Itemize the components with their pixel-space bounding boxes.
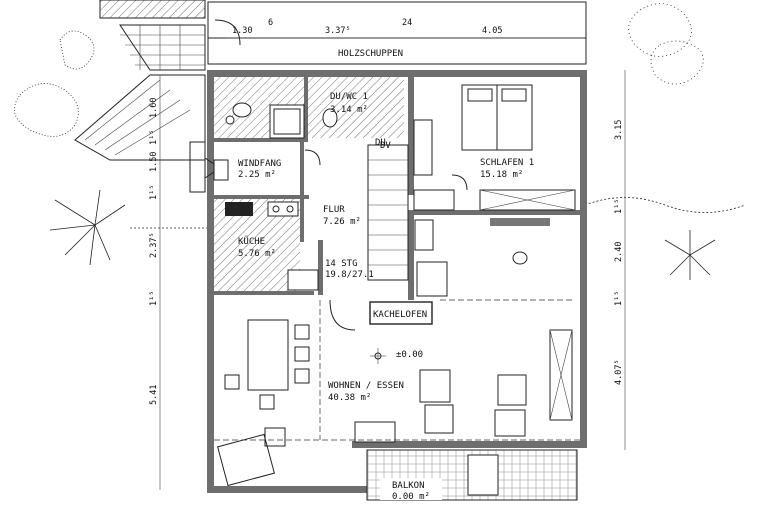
- wohnen-essen-room: ±0.00 WOHNEN / ESSEN 40.38 m²: [214, 299, 580, 487]
- balkon-name: BALKON: [392, 481, 425, 491]
- kueche-area: 5.76 m²: [238, 249, 276, 259]
- dim-left-4: 1¹⁵: [149, 185, 159, 200]
- flur-name: FLUR: [323, 205, 345, 215]
- schlafen-name: SCHLAFEN 1: [480, 158, 534, 168]
- du-wc-name: DU/WC 1: [330, 92, 368, 102]
- landscape-vegetation: [13, 3, 746, 280]
- dim-top-4: 24: [402, 18, 412, 28]
- dim-top-3: 3.37⁵: [325, 26, 351, 36]
- dim-right-2: 1¹⁵: [614, 199, 624, 214]
- dim-right-3: 2.40: [614, 242, 624, 262]
- flur-room: FLUR 7.26 m² DV 14 STG 19.8/27.1: [323, 141, 409, 281]
- du-wc-area: 3.14 m²: [330, 105, 368, 115]
- right-dimension-chain: 3.15 1¹⁵ 2.40 1¹⁵ 4.07⁵: [614, 70, 626, 450]
- exterior-walls: [207, 70, 587, 493]
- schlafen-room: SCHLAFEN 1 15.18 m²: [413, 84, 576, 265]
- flur-area: 7.26 m²: [323, 217, 361, 227]
- level-marker: ±0.00: [396, 350, 423, 360]
- kachelofen: KACHELOFEN: [369, 219, 448, 325]
- dim-right-1: 3.15: [614, 120, 624, 140]
- stairs-ratio: 19.8/27.1: [325, 270, 374, 280]
- balkon: BALKON 0.00 m²: [366, 449, 578, 502]
- holzschuppen: HOLZSCHUPPEN: [207, 1, 587, 65]
- windfang-room: WINDFANG 2.25 m²: [189, 141, 321, 193]
- windfang-name: WINDFANG: [238, 159, 281, 169]
- dim-left-7: 5.41: [149, 385, 159, 405]
- dv-mark: DV: [380, 141, 391, 151]
- dim-left-1: 1.60: [149, 98, 159, 118]
- dim-left-6: 1¹⁵: [149, 291, 159, 306]
- windfang-area: 2.25 m²: [238, 170, 276, 180]
- kachelofen-label: KACHELOFEN: [373, 310, 427, 320]
- dim-top-1: 1.30: [232, 26, 252, 36]
- top-dimension-chain: 1.30 6 3.37⁵ 24 4.05: [225, 18, 585, 39]
- dim-left-2: 1¹⁵: [149, 130, 159, 145]
- dim-right-5: 4.07⁵: [614, 359, 624, 385]
- du-mark: DU: [375, 138, 386, 148]
- dim-top-5: 4.05: [482, 26, 502, 36]
- entrance-stair-structure: [74, 0, 241, 161]
- schlafen-area: 15.18 m²: [480, 170, 523, 180]
- dim-left-5: 2.37⁵: [149, 232, 159, 258]
- stairs-name: 14 STG: [325, 259, 358, 269]
- dim-right-4: 1¹⁵: [614, 291, 624, 306]
- balkon-area: 0.00 m²: [392, 492, 430, 502]
- wohnen-name: WOHNEN / ESSEN: [328, 381, 404, 391]
- dim-top-2: 6: [268, 18, 273, 28]
- left-dimension-chain: 1.60 1¹⁵ 1.50 1¹⁵ 2.37⁵ 1¹⁵ 5.41: [149, 75, 161, 490]
- holzschuppen-label: HOLZSCHUPPEN: [338, 49, 403, 59]
- du-wc-room: DU/WC 1 3.14 m² DU: [214, 77, 404, 148]
- kueche-name: KÜCHE: [238, 236, 265, 247]
- dim-left-3: 1.50: [149, 152, 159, 172]
- wohnen-area: 40.38 m²: [328, 393, 371, 403]
- kueche-room: KÜCHE 5.76 m²: [214, 199, 319, 291]
